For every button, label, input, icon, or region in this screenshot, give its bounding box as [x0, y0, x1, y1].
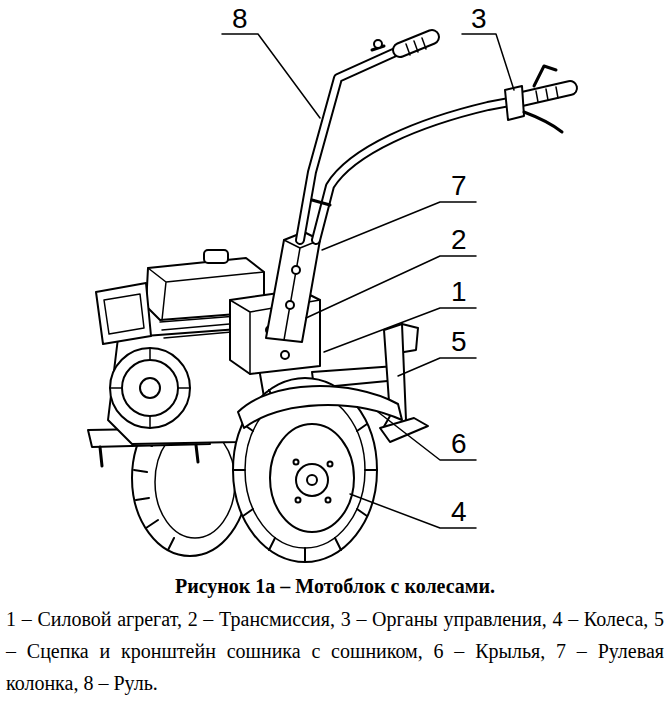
front-bumper-part	[100, 445, 198, 466]
rear-wheel-part	[134, 440, 174, 550]
handlebar-part	[316, 100, 520, 240]
handlebar	[300, 37, 570, 240]
front-wheel-part	[328, 462, 333, 467]
steering-column-part	[286, 301, 294, 309]
engine-part	[122, 360, 178, 416]
figure-caption: Рисунок 1а – Мотоблок с колесами.	[10, 574, 660, 598]
callout-number-holder: 2	[451, 225, 467, 255]
engine-part	[96, 283, 151, 344]
engine-part	[110, 348, 190, 428]
handlebar-part	[524, 112, 562, 132]
callout-number-holder: 6	[451, 429, 467, 459]
parts-list-holder: 1 – Силовой агрегат, 2 – Трансмиссия, 3 …	[6, 603, 664, 699]
front-wheel-part	[270, 424, 354, 532]
front-wheel-part	[296, 464, 328, 496]
front-wheel-part	[296, 498, 301, 503]
callout-number: 6	[451, 429, 467, 459]
engine-part	[204, 250, 228, 263]
leader-line-part	[378, 412, 476, 460]
steering-column-part	[284, 240, 320, 340]
coulter-hitch-part	[380, 418, 428, 442]
callout-number: 3	[471, 4, 487, 34]
engine-part	[140, 378, 160, 398]
callout-number: 2	[451, 225, 467, 255]
engine-part	[110, 348, 190, 428]
handlebar-part	[505, 86, 524, 120]
transmission-part	[281, 351, 289, 359]
handlebar-part	[406, 38, 426, 55]
callout-number-holder: 8	[232, 4, 248, 34]
coulter-hitch-part	[402, 324, 418, 352]
callout-number: 8	[232, 4, 248, 34]
callout-number-holder: 5	[451, 327, 467, 357]
callout-number: 1	[451, 277, 467, 307]
callout-number-holder: 3	[471, 4, 487, 34]
fender	[238, 386, 402, 428]
handlebar-part	[312, 200, 330, 205]
steering-column	[266, 232, 320, 342]
fender-part	[238, 386, 402, 428]
callout-number: 5	[451, 327, 467, 357]
front-wheel-part	[326, 498, 331, 503]
handlebar-part	[536, 87, 558, 102]
callout-number-holder: 1	[451, 277, 467, 307]
leader-line	[222, 34, 514, 528]
handlebar-part	[316, 100, 520, 240]
callout-number: 7	[451, 171, 467, 201]
leader-line-part	[462, 34, 514, 90]
handlebar-part	[374, 40, 382, 48]
callout-number: 4	[451, 497, 467, 527]
leader-line-part	[398, 358, 476, 376]
figure-caption-holder: Рисунок 1а – Мотоблок с колесами.	[10, 574, 660, 598]
leader-line-part	[222, 34, 320, 118]
leader-line-part	[350, 494, 476, 528]
parts-list: 1 – Силовой агрегат, 2 – Трансмиссия, 3 …	[6, 603, 664, 699]
callout-number-holder: 7	[451, 171, 467, 201]
steering-column-part	[292, 266, 300, 274]
front-wheel-part	[307, 475, 317, 485]
front-wheel-part	[294, 460, 299, 465]
engine-part	[104, 294, 144, 334]
steering-column-part	[266, 232, 320, 342]
callout-number-holder: 4	[451, 497, 467, 527]
handlebar-part	[534, 66, 556, 86]
